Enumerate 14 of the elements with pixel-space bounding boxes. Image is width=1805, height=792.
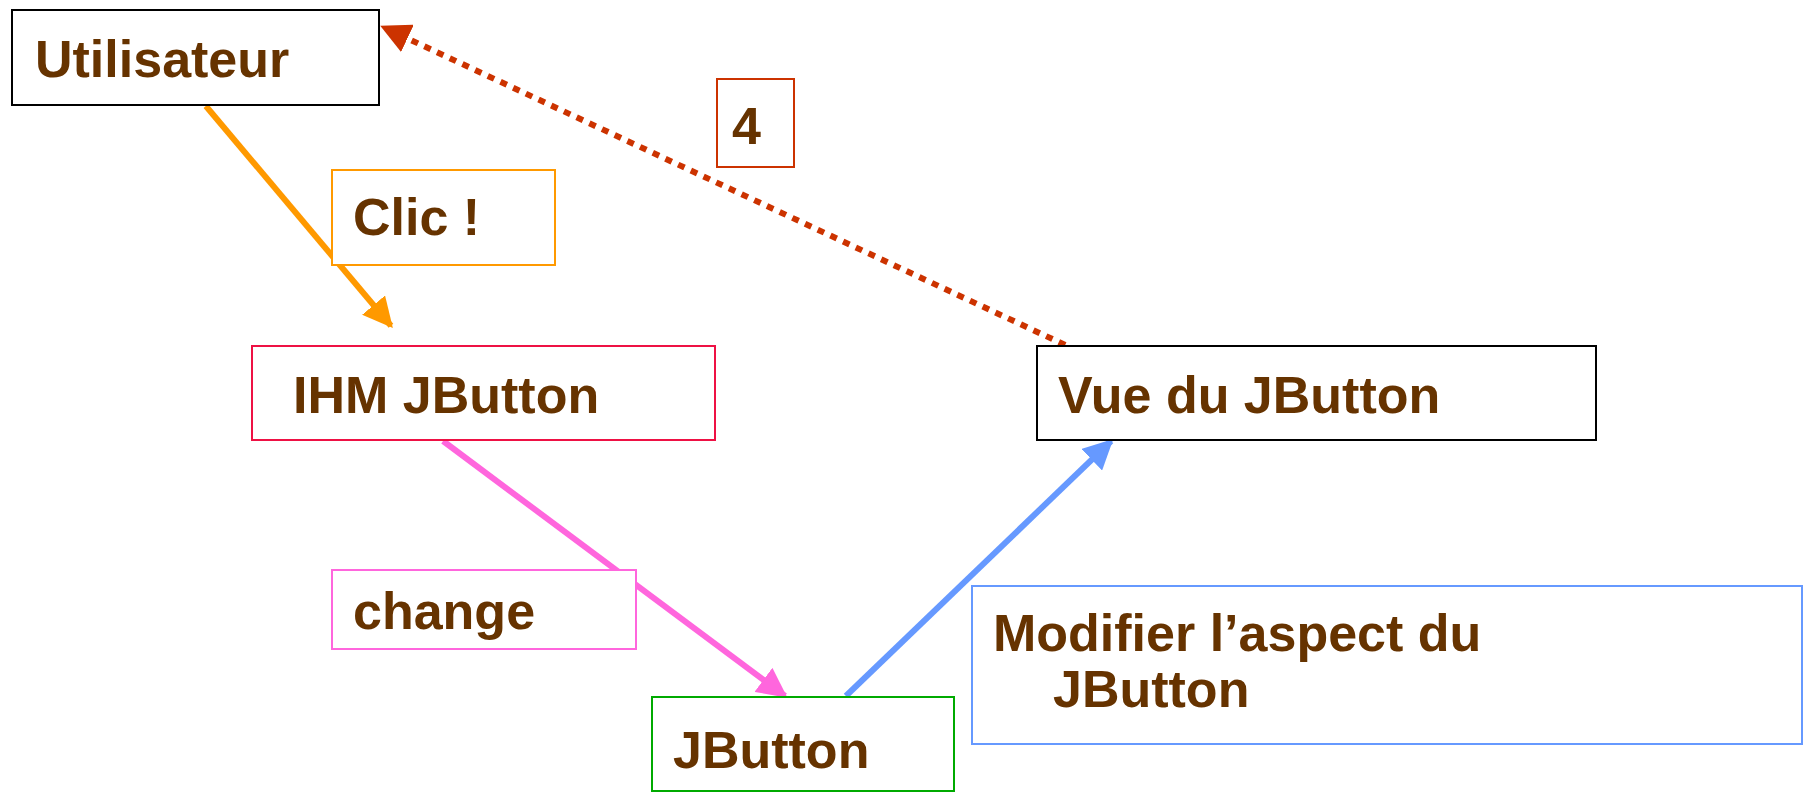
- edge-label: 4: [716, 78, 795, 168]
- node-box: [651, 696, 955, 792]
- node-label: JButton: [673, 722, 870, 778]
- node-label: Utilisateur: [35, 31, 290, 87]
- arrow: [380, 24, 1067, 348]
- edge-label: Clic !: [331, 169, 556, 266]
- node-box: [1036, 345, 1597, 441]
- node-box: [251, 345, 716, 441]
- node-label: Vue du JButton: [1058, 367, 1441, 423]
- node-box: [11, 9, 380, 106]
- edge-label: Modifier l’aspect du JButton: [971, 585, 1803, 745]
- arrow: [203, 104, 394, 329]
- edge-label: change: [331, 569, 637, 650]
- node-label: IHM JButton: [293, 367, 600, 423]
